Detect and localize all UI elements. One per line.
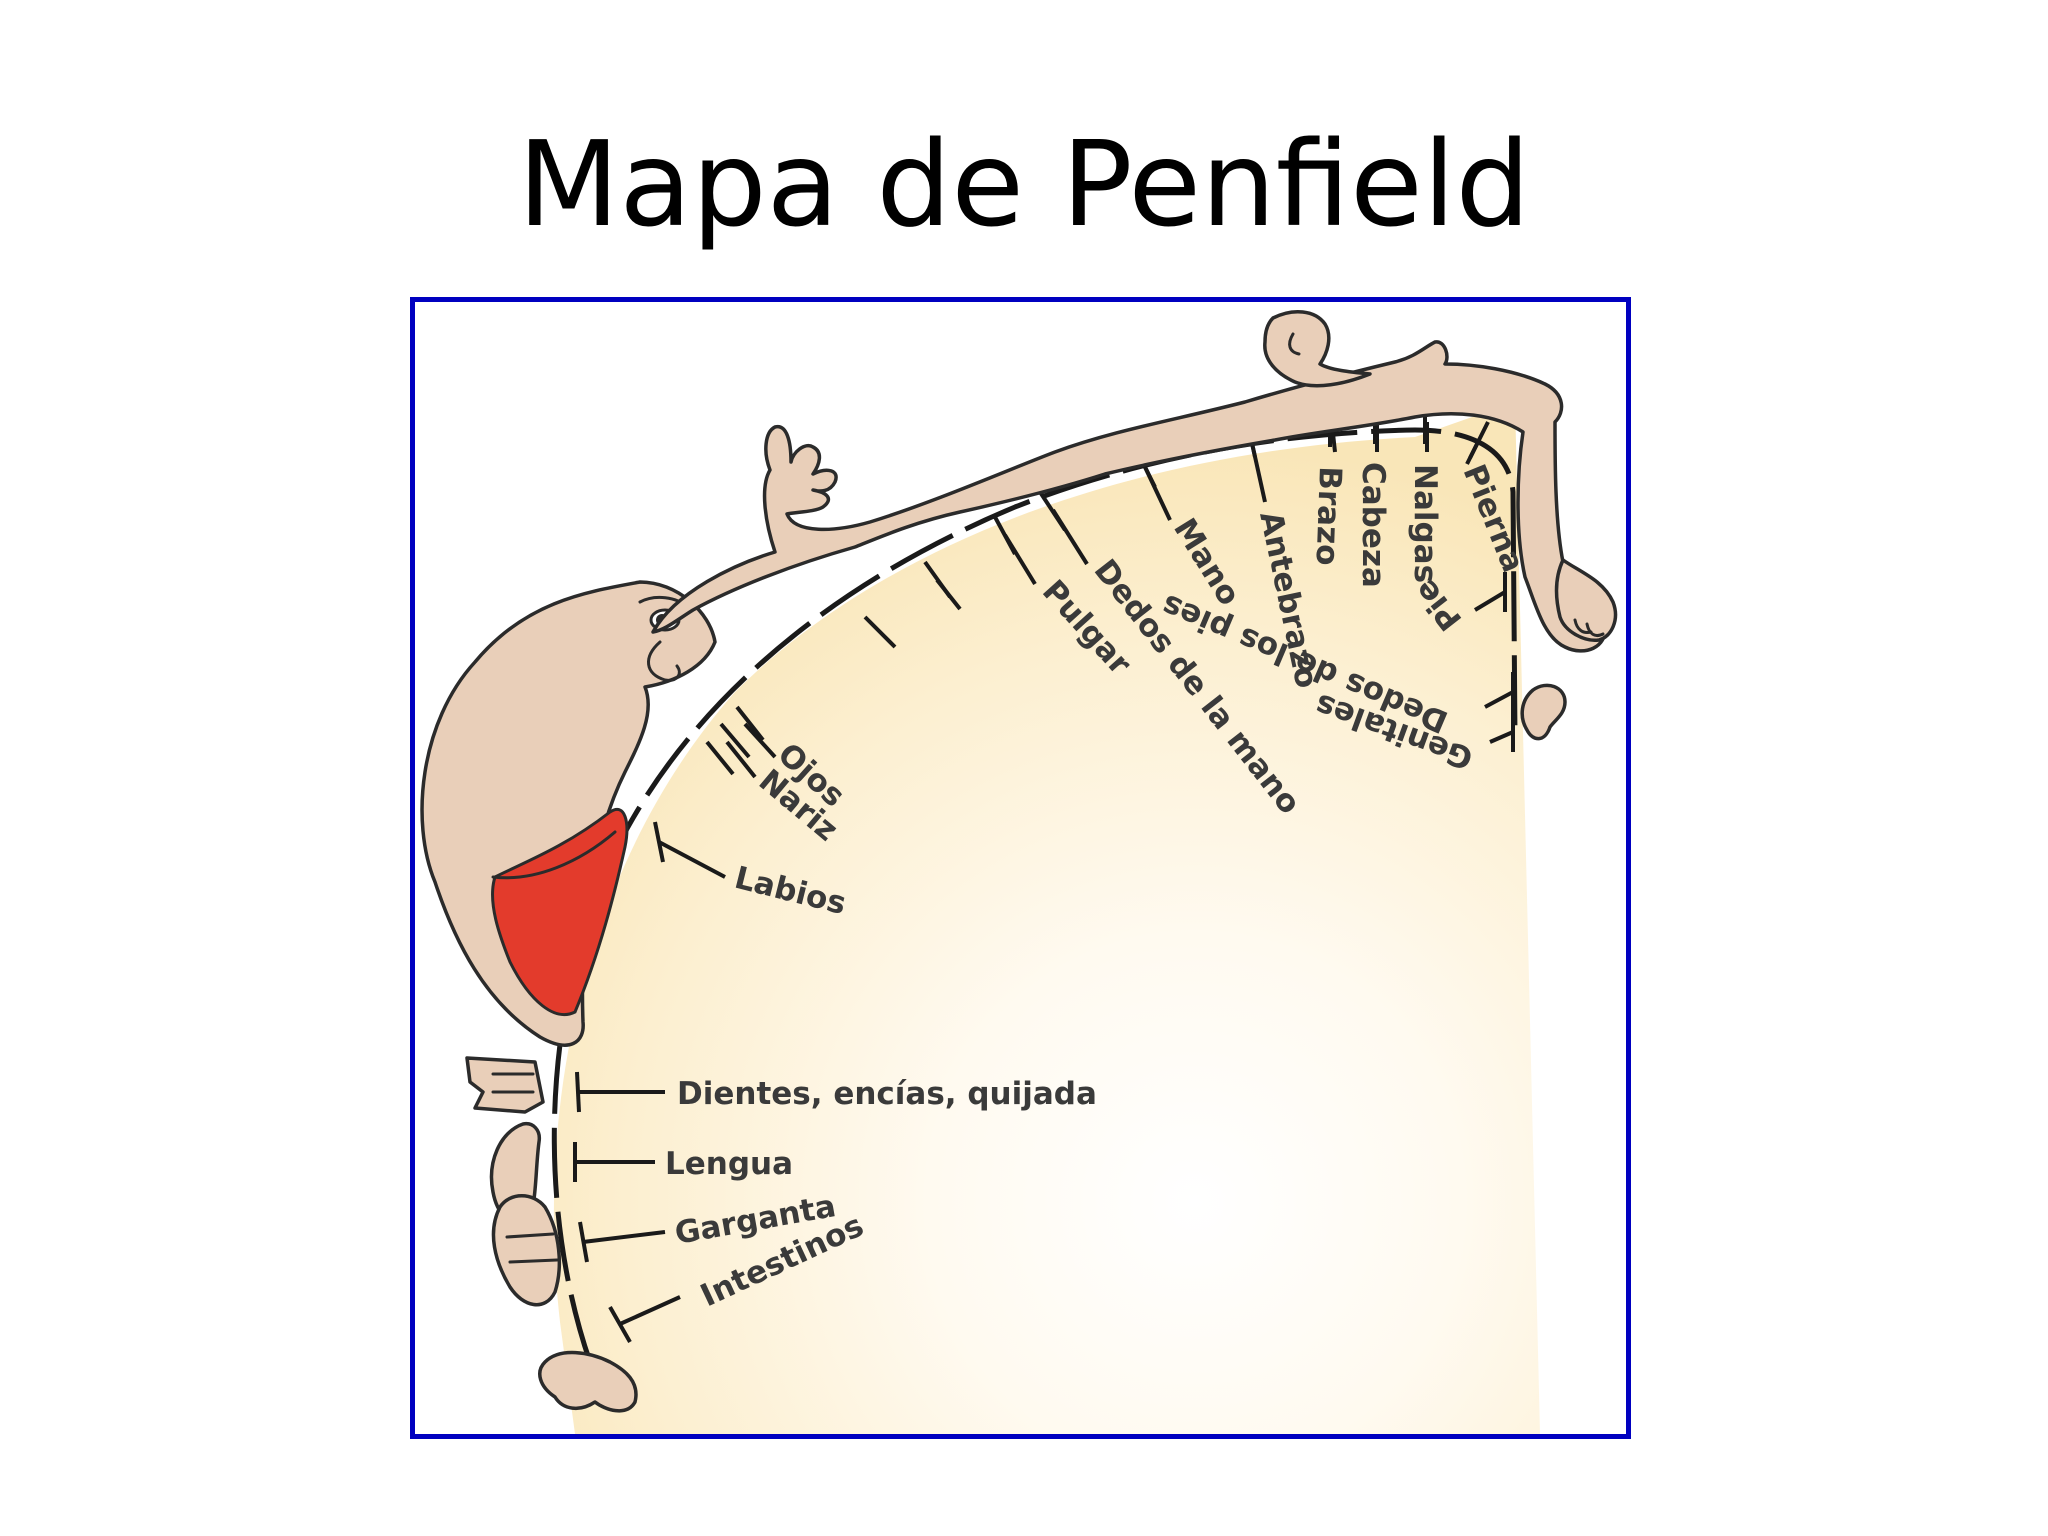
- head-drawing: [1263, 310, 1372, 388]
- genitals-drawing: [1520, 683, 1567, 741]
- jaw-drawing: [465, 1056, 545, 1114]
- throat-drawing: [491, 1194, 562, 1307]
- cortex-arc: [551, 427, 1518, 1363]
- cortex-region: [553, 402, 1540, 1434]
- label-lengua: Lengua: [665, 1146, 793, 1182]
- label-brazo: Brazo: [1309, 466, 1348, 566]
- face-drawing: [420, 580, 717, 1047]
- intestines-drawing: [538, 1350, 638, 1413]
- hand-arm-drawing: [651, 340, 1607, 653]
- foot-drawing: [1554, 558, 1618, 642]
- lips-drawing: [491, 808, 629, 1016]
- homunculus-diagram: Pierna Nalgas Cabeza Brazo Antebrazo Man…: [420, 310, 1618, 1434]
- label-cabeza: Cabeza: [1355, 462, 1391, 588]
- homunculus-illustration: [420, 310, 1618, 1413]
- penfield-figure: Pierna Nalgas Cabeza Brazo Antebrazo Man…: [410, 297, 1631, 1439]
- page-title: Mapa de Penfield: [517, 115, 1531, 253]
- label-dientes: Dientes, encías, quijada: [677, 1076, 1097, 1112]
- label-nalgas: Nalgas: [1407, 464, 1443, 583]
